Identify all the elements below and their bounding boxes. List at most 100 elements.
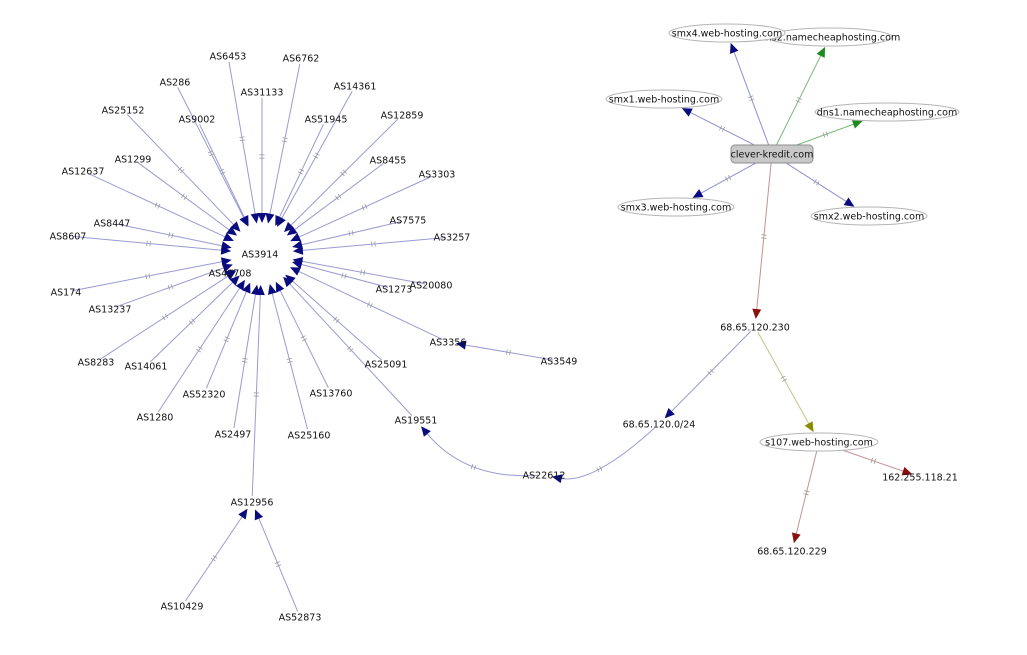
node-as8607[interactable]: AS8607 xyxy=(50,232,87,243)
node-as3356[interactable]: AS3356 xyxy=(430,338,467,349)
node-as7575[interactable]: AS7575 xyxy=(390,216,427,227)
node-as13760[interactable]: AS13760 xyxy=(310,389,353,400)
node-as52320[interactable]: AS52320 xyxy=(183,390,226,401)
node-as25152[interactable]: AS25152 xyxy=(102,106,145,117)
node-dns1-namecheaphosting-com[interactable]: dns1.namecheaphosting.com xyxy=(814,102,960,122)
node-label: 68.65.120.230 xyxy=(720,323,790,334)
edge-line xyxy=(299,263,389,288)
edge-tick xyxy=(219,168,226,175)
node-as9002[interactable]: AS9002 xyxy=(179,115,216,126)
node-s107-web-hosting-com[interactable]: s107.web-hosting.com xyxy=(759,432,879,452)
node-ellipse[interactable] xyxy=(617,197,735,217)
node-as22612[interactable]: AS22612 xyxy=(523,471,566,482)
edge-arrowhead xyxy=(286,225,298,236)
edge-as8607-to-hub xyxy=(73,236,232,255)
node-label: AS3303 xyxy=(419,170,456,181)
edge-tick xyxy=(146,240,151,247)
edge-arrowhead xyxy=(292,245,304,255)
node-as6453[interactable]: AS6453 xyxy=(210,52,247,63)
node-as52873[interactable]: AS52873 xyxy=(279,613,322,624)
edge-arrowhead xyxy=(254,509,264,521)
node-ellipse[interactable] xyxy=(810,206,928,226)
node-as10429[interactable]: AS10429 xyxy=(161,602,204,613)
edge-arrowhead xyxy=(238,508,248,520)
edge-arrowhead xyxy=(681,108,693,117)
edge-s107-to-ip162 xyxy=(841,449,913,476)
node-as42708[interactable]: AS42708 xyxy=(209,269,252,280)
node-box[interactable] xyxy=(730,144,814,164)
node-as25160[interactable]: AS25160 xyxy=(288,431,331,442)
node-as6762[interactable]: AS6762 xyxy=(283,54,320,65)
edge-arrowhead xyxy=(455,340,467,350)
node-label: dns2.namecheaphosting.com xyxy=(760,33,900,44)
edge-domain-to-smx3 xyxy=(692,162,757,198)
node-label: AS1273 xyxy=(376,285,413,296)
node-as19551[interactable]: AS19551 xyxy=(395,416,438,427)
node-162-255-118-21[interactable]: 162.255.118.21 xyxy=(882,473,958,484)
edge-line xyxy=(559,427,655,480)
node-as14061[interactable]: AS14061 xyxy=(125,362,168,373)
node-as12859[interactable]: AS12859 xyxy=(381,111,424,122)
edge-as7575-to-hub xyxy=(292,220,403,250)
edge-as12956-to-hub xyxy=(251,284,265,497)
node-label: AS8455 xyxy=(370,156,407,167)
edge-as19551-to-hub xyxy=(283,276,413,416)
node-smx4-web-hosting-com[interactable]: smx4.web-hosting.com xyxy=(668,23,786,43)
edge-as12637-to-hub xyxy=(88,173,234,241)
node-label: AS25160 xyxy=(288,431,331,442)
node-ellipse[interactable] xyxy=(668,23,786,43)
node-as51945[interactable]: AS51945 xyxy=(305,115,348,126)
edge-as12859-to-hub xyxy=(283,118,399,233)
node-as25091[interactable]: AS25091 xyxy=(365,360,408,371)
node-label: AS22612 xyxy=(523,471,566,482)
node-as1280[interactable]: AS1280 xyxy=(137,413,174,424)
node-label: 162.255.118.21 xyxy=(882,473,958,484)
node-68-65-120-229[interactable]: 68.65.120.229 xyxy=(757,547,827,558)
node-ellipse[interactable] xyxy=(814,102,960,122)
edge-tick xyxy=(168,232,174,239)
node-smx2-web-hosting-com[interactable]: smx2.web-hosting.com xyxy=(810,206,928,226)
node-smx1-web-hosting-com[interactable]: smx1.web-hosting.com xyxy=(605,89,723,109)
node-as12956[interactable]: AS12956 xyxy=(231,498,274,509)
node-as12637[interactable]: AS12637 xyxy=(62,167,105,178)
edge-as13237-to-hub xyxy=(115,263,233,308)
node-as14361[interactable]: AS14361 xyxy=(334,82,377,93)
node-68-65-120-0-24[interactable]: 68.65.120.0/24 xyxy=(623,420,696,431)
node-label: AS3257 xyxy=(434,233,471,244)
node-label: AS174 xyxy=(51,288,82,299)
node-as286[interactable]: AS286 xyxy=(160,78,191,89)
node-as8455[interactable]: AS8455 xyxy=(370,156,407,167)
edge-arrowhead xyxy=(242,282,251,294)
node-ellipse[interactable] xyxy=(759,432,879,452)
node-as2497[interactable]: AS2497 xyxy=(215,430,252,441)
node-as3303[interactable]: AS3303 xyxy=(419,170,456,181)
node-as3914[interactable]: AS3914 xyxy=(242,250,279,261)
node-as31133[interactable]: AS31133 xyxy=(241,88,284,99)
node-as20080[interactable]: AS20080 xyxy=(410,281,453,292)
node-as8283[interactable]: AS8283 xyxy=(78,358,115,369)
node-clever-kredit-com[interactable]: clever-kredit.com xyxy=(730,144,814,164)
edge-line xyxy=(841,449,906,473)
edge-arrowhead xyxy=(250,212,260,224)
edge-tick xyxy=(335,193,342,201)
edge-tick xyxy=(813,179,820,186)
edge-arrowhead xyxy=(804,421,814,433)
node-label: dns1.namecheaphosting.com xyxy=(817,108,957,119)
node-ellipse[interactable] xyxy=(605,89,723,109)
edge-arrowhead xyxy=(551,474,563,484)
edge-tick xyxy=(281,137,288,143)
node-68-65-120-230[interactable]: 68.65.120.230 xyxy=(720,323,790,334)
edge-line xyxy=(425,432,539,477)
node-as3257[interactable]: AS3257 xyxy=(434,233,471,244)
edge-arrowhead xyxy=(816,46,826,58)
edge-arrowhead xyxy=(729,42,739,54)
edge-domain-to-smx1 xyxy=(681,108,756,146)
node-as174[interactable]: AS174 xyxy=(51,288,82,299)
edge-tick xyxy=(870,457,877,464)
node-smx3-web-hosting-com[interactable]: smx3.web-hosting.com xyxy=(617,197,735,217)
node-as13237[interactable]: AS13237 xyxy=(89,305,132,316)
node-as1299[interactable]: AS1299 xyxy=(115,155,152,166)
node-as8447[interactable]: AS8447 xyxy=(94,219,131,230)
node-as1273[interactable]: AS1273 xyxy=(376,285,413,296)
node-as3549[interactable]: AS3549 xyxy=(541,357,578,368)
